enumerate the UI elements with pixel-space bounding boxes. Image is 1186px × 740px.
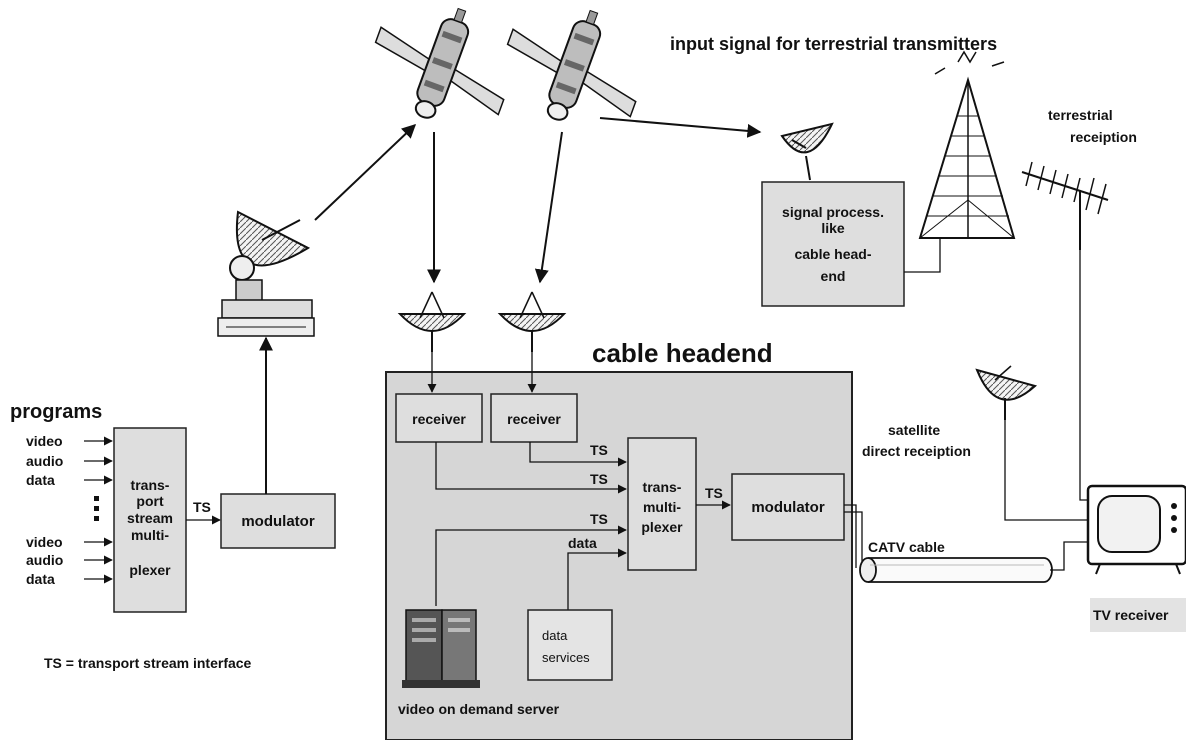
satellite-direct-label-1: satellite [888,422,940,438]
input-label-video-2: video [26,534,63,550]
ts-label-receiver-2: TS [590,442,608,458]
ts-label-vod: TS [590,511,608,527]
data-services-box [527,609,613,681]
uplink-arrow [314,124,417,221]
transmitter-tower-icon [918,50,1016,239]
satellite-icon [506,9,637,121]
vod-ts-line [435,525,627,606]
terrestrial-reception-label-2: receiption [1070,129,1137,145]
receiver-box-2 [490,393,578,443]
yagi-antenna-icon [1021,161,1109,250]
data-services-label-2: services [542,650,590,665]
trans-multiplexer-box [627,437,697,571]
trans-mux-label-1: trans- [643,479,682,495]
data-services-label-1: data [542,628,568,643]
ts-label: TS [193,499,211,515]
mux-label-5: plexer [129,562,171,578]
cable-headend-title: cable headend [592,338,773,368]
receiver-label-2: receiver [507,411,561,427]
modulator-box-headend [731,473,845,541]
trans-mux-label-3: plexer [641,519,683,535]
tower-feed-line [904,238,941,273]
satellite-icon [374,7,505,119]
dish-antenna-icon [397,291,467,352]
receiver-2-ts-line [529,442,627,467]
input-label-audio-2: audio [26,552,63,568]
receiver-1-ts-line [435,442,627,494]
dish-antenna-icon [497,291,567,352]
downlink-arrow-3 [599,117,762,138]
programs-title: programs [10,401,102,423]
input-label-audio-1: audio [26,453,63,469]
tv-receiver-label: TV receiver [1093,607,1169,623]
ts-legend: TS = transport stream interface [44,655,252,671]
signal-process-label-1: signal process. [782,204,884,220]
television-icon [1086,484,1186,575]
downlink-arrow-2 [534,131,563,284]
modulator-box-left [220,493,336,549]
server-rack-icon [402,609,480,688]
catv-cable [859,557,1053,583]
receiver-label-1: receiver [412,411,466,427]
trans-mux-label-2: multi- [643,499,681,515]
satellite-direct-line [1004,420,1090,521]
input-label-data-2: data [26,571,55,587]
modulator-label-left: modulator [241,513,314,530]
modulator-label-headend: modulator [751,499,824,516]
uplink-station-icon [217,210,315,337]
terrestrial-input-title: input signal for terrestrial transmitter… [670,34,997,54]
input-label-data-1: data [26,472,55,488]
modulator-cable-line [844,504,857,568]
data-input-label: data [568,535,597,551]
cable-to-tv-line [1050,541,1090,571]
signal-process-label-2: like [821,220,845,236]
signal-process-label-4: end [821,268,846,284]
vod-server-label: video on demand server [398,701,560,717]
ts-label-output: TS [705,485,723,501]
ellipsis-dots [94,496,99,521]
data-services-line [567,548,627,610]
input-label-video-1: video [26,433,63,449]
receiver-box-1 [395,393,483,443]
mux-label-4: multi- [131,527,169,543]
modulator-cable-line [844,511,863,568]
dish-antenna-icon [780,122,834,181]
mux-label-2: port [136,493,164,509]
mux-label-3: stream [127,510,173,526]
transport-stream-multiplexer-box [113,427,187,613]
ts-label-receiver-1: TS [590,471,608,487]
tv-receiver-label-bg [1090,598,1186,632]
satellite-direct-label-2: direct receiption [862,443,971,459]
signal-process-box [761,181,905,307]
terrestrial-reception-label-1: terrestrial [1048,107,1113,123]
mux-label-1: trans- [131,477,170,493]
dish-antenna-icon [975,365,1038,420]
signal-process-label-3: cable head- [794,246,871,262]
terrestrial-line [1079,250,1110,501]
catv-cable-label: CATV cable [868,539,945,555]
